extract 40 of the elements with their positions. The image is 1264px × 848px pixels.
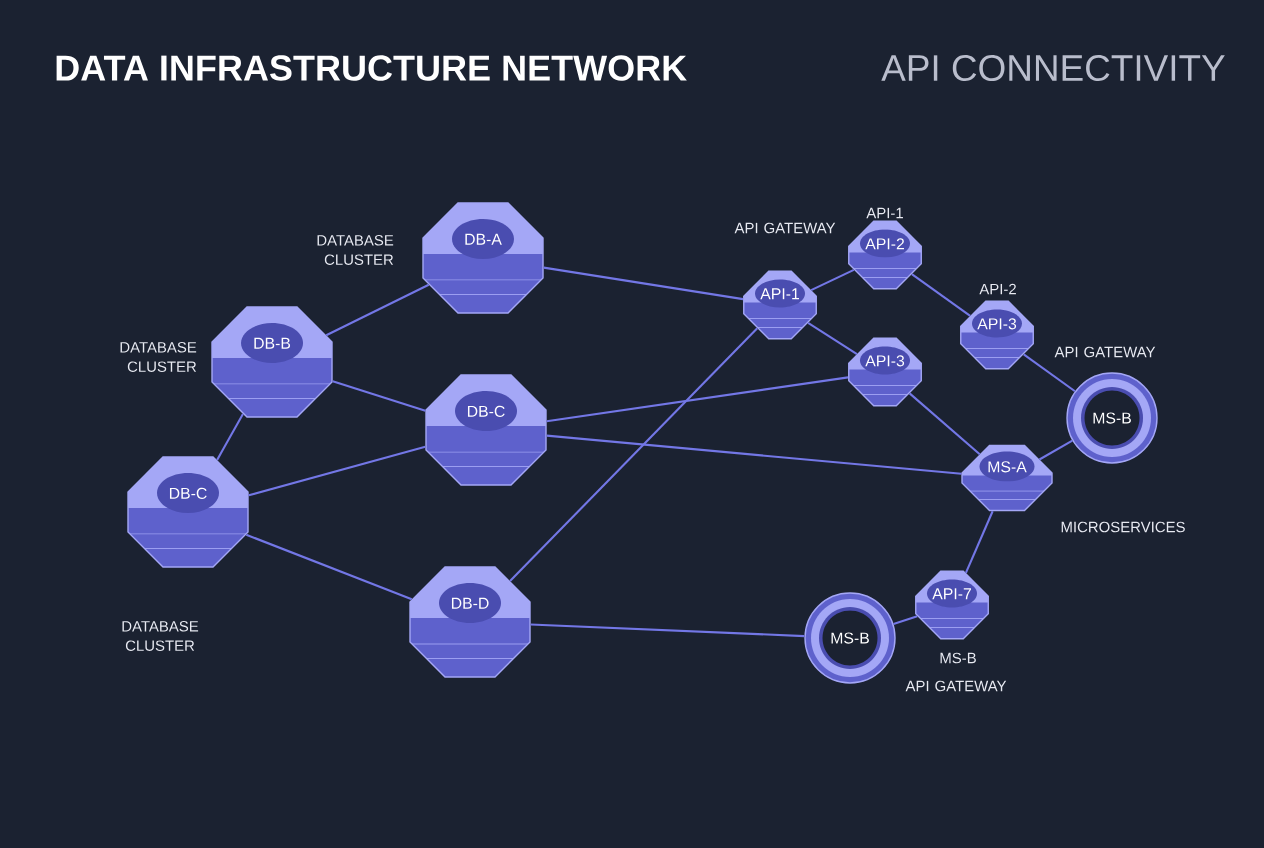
api-node: API-3 [848,337,922,407]
database-node: DB-C [127,456,249,568]
service-ring-node: MS-B [804,592,896,684]
group-label: MICROSERVICES [1061,521,1185,533]
database-node: DB-B [211,306,333,418]
database-node: DB-D [409,566,531,678]
group-label: DATABASE CLUSTER [120,342,197,372]
connector-line [248,445,426,497]
connector-line [546,434,962,475]
connector-line [1023,353,1076,393]
connector-line [964,510,994,574]
connector-line [810,268,855,292]
group-label: DATABASE CLUSTER [122,621,199,651]
connector-line [893,615,918,625]
connector-line [245,533,413,601]
connector-line [216,413,244,461]
api-node: API-7 [915,570,989,640]
group-label: DATABASE CLUSTER [317,235,394,265]
connector-line [911,273,971,317]
connector-line [325,283,430,337]
group-label: API GATEWAY [1054,346,1156,358]
connector-line [509,327,758,582]
subtitle: API CONNECTIVITY [881,54,1225,82]
connector-line [1038,439,1073,461]
connector-line [530,623,805,638]
database-node: DB-A [422,202,544,314]
database-node: DB-C [425,374,547,486]
group-label: API GATEWAY [905,680,1007,692]
service-ring-node: MS-B [1066,372,1158,464]
connector-line [546,376,849,423]
connector-line [332,380,426,412]
connector-line [543,266,744,301]
service-node: MS-A [961,444,1053,512]
connector-line [908,392,981,456]
connector-line [807,322,858,355]
title: DATA INFRASTRUCTURE NETWORK [56,55,687,81]
api-node: API-3 [960,300,1034,370]
api-node: API-2 [848,220,922,290]
api-node: API-1 [743,270,817,340]
group-label: API GATEWAY [734,222,836,234]
